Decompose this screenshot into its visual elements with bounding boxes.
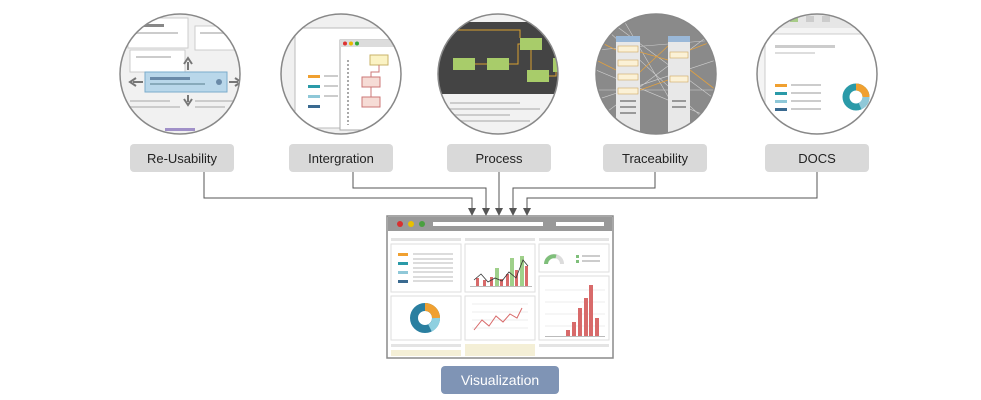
integration-label-text: Intergration [308,150,374,166]
traceability-label-text: Traceability [622,150,688,166]
docs-label-text: DOCS [798,150,836,166]
integration-label: Intergration [289,144,393,172]
traceability-thumbnail [595,13,717,135]
visualization-label-text: Visualization [460,372,540,388]
reusability-label: Re-Usability [130,144,234,172]
process-label: Process [447,144,551,172]
process-thumbnail [437,13,559,135]
connectors [203,172,818,216]
docs-thumbnail [756,13,878,135]
traceability-label: Traceability [603,144,707,172]
reusability-thumbnail [119,13,241,135]
docs-label: DOCS [765,144,869,172]
dashboard-thumbnail [386,215,614,359]
visualization-label: Visualization [441,366,559,394]
process-label-text: Process [475,150,523,166]
integration-thumbnail [280,13,402,135]
reusability-label-text: Re-Usability [146,150,218,166]
